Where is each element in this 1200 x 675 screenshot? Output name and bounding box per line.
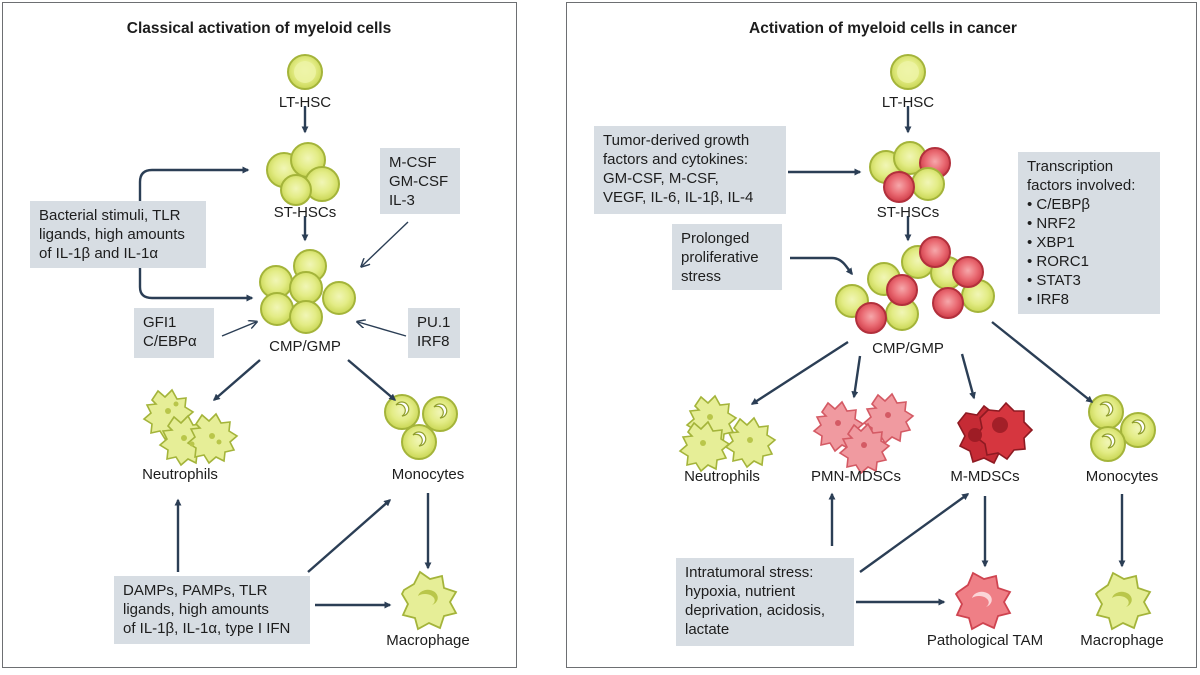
prolonged-stress-box: Prolonged proliferative stress xyxy=(672,224,782,290)
left-neutrophils-cells xyxy=(142,388,239,467)
tumor-line-4: VEGF, IL-6, IL-1β, IL-4 xyxy=(603,189,754,206)
tumor-line-1: Tumor-derived growth xyxy=(603,132,750,149)
cebpa-line: C/EBPα xyxy=(143,333,197,350)
left-cmpgmp-label: CMP/GMP xyxy=(269,338,341,355)
right-monocytes-label: Monocytes xyxy=(1085,468,1159,485)
right-pathological-tam-cell xyxy=(954,571,1012,631)
prolonged-line-3: stress xyxy=(681,268,722,285)
left-panel-title: Classical activation of myeloid cells xyxy=(126,20,392,37)
right-monocytes-cells xyxy=(1088,394,1156,462)
tumor-derived-box: Tumor-derived growth factors and cytokin… xyxy=(594,126,786,214)
tf-line-6: • RORC1 xyxy=(1027,253,1089,270)
bacterial-stimuli-line-3: of IL-1β and IL-1α xyxy=(39,245,159,262)
tf-line-8: • IRF8 xyxy=(1027,291,1069,308)
tf-line-7: • STAT3 xyxy=(1027,272,1081,289)
pu1-line: PU.1 xyxy=(417,314,451,331)
damps-line-3: of IL-1β, IL-1α, type I IFN xyxy=(123,620,291,637)
gfi1-cebpa-box: GFI1 C/EBPα xyxy=(134,308,214,358)
intratumoral-line-2: hypoxia, nutrient xyxy=(685,583,796,600)
transcription-factors-box: Transcription factors involved: • C/EBPβ… xyxy=(1018,152,1160,314)
damps-box: DAMPs, PAMPs, TLR ligands, high amounts … xyxy=(114,576,310,644)
left-sthsc-label: ST-HSCs xyxy=(273,204,337,221)
right-pmn-mdsc-cells xyxy=(812,392,915,475)
right-neutrophils-label: Neutrophils xyxy=(684,468,760,485)
tumor-line-3: GM-CSF, M-CSF, xyxy=(603,170,719,187)
right-sthsc-label: ST-HSCs xyxy=(876,204,940,221)
right-lthsc-cell xyxy=(890,54,926,90)
intratumoral-line-3: deprivation, acidosis, xyxy=(685,602,826,619)
left-macrophage-label: Macrophage xyxy=(386,632,470,649)
right-neutrophils-cells xyxy=(678,394,777,473)
csf-line-3: IL-3 xyxy=(389,192,415,209)
left-cmpgmp-cluster xyxy=(259,249,356,334)
left-lthsc-cell xyxy=(287,54,323,90)
right-sthsc-cluster xyxy=(869,141,951,203)
csf-line-2: GM-CSF xyxy=(389,173,449,190)
left-monocytes-label: Monocytes xyxy=(391,466,465,483)
right-m-mdscs-label: M-MDSCs xyxy=(950,468,1020,485)
tf-line-2: factors involved: xyxy=(1027,177,1136,194)
irf8-line: IRF8 xyxy=(417,333,450,350)
bacterial-stimuli-box: Bacterial stimuli, TLR ligands, high amo… xyxy=(30,201,206,268)
prolonged-line-2: proliferative xyxy=(681,249,759,266)
left-flow-arrows xyxy=(138,106,432,609)
right-cmpgmp-label: CMP/GMP xyxy=(872,340,944,357)
right-lthsc-label: LT-HSC xyxy=(881,94,935,111)
right-pathological-tam-label: Pathological TAM xyxy=(926,632,1044,649)
gfi1-line: GFI1 xyxy=(143,314,177,331)
damps-line-1: DAMPs, PAMPs, TLR xyxy=(123,582,268,599)
tf-line-3: • C/EBPβ xyxy=(1027,196,1091,213)
tumor-line-2: factors and cytokines: xyxy=(603,151,749,168)
prolonged-line-1: Prolonged xyxy=(681,230,750,247)
intratumoral-line-4: lactate xyxy=(685,621,730,638)
left-regulator-arrows xyxy=(221,221,409,337)
right-cmpgmp-cluster xyxy=(835,236,995,334)
bacterial-stimuli-line-2: ligands, high amounts xyxy=(39,226,185,243)
right-pmn-mdscs-label: PMN-MDSCs xyxy=(811,468,901,485)
tf-line-4: • NRF2 xyxy=(1027,215,1076,232)
pu1-irf8-box: PU.1 IRF8 xyxy=(408,308,460,358)
tf-line-5: • XBP1 xyxy=(1027,234,1075,251)
right-m-mdsc-cells xyxy=(957,401,1034,465)
right-macrophage-cell xyxy=(1094,571,1152,631)
damps-line-2: ligands, high amounts xyxy=(123,601,269,618)
right-macrophage-label: Macrophage xyxy=(1080,632,1164,649)
csf-line-1: M-CSF xyxy=(389,154,437,171)
left-lthsc-label: LT-HSC xyxy=(278,94,332,111)
right-flow-arrows xyxy=(750,106,1126,606)
csf-box: M-CSF GM-CSF IL-3 xyxy=(380,148,460,214)
left-neutrophils-label: Neutrophils xyxy=(142,466,218,483)
left-macrophage-cell xyxy=(400,570,458,631)
left-sthsc-cluster xyxy=(266,142,340,206)
left-monocytes-cells xyxy=(384,394,458,460)
right-panel-title: Activation of myeloid cells in cancer xyxy=(749,20,1017,37)
tf-line-1: Transcription xyxy=(1027,158,1114,175)
intratumoral-stress-box: Intratumoral stress: hypoxia, nutrient d… xyxy=(676,558,854,646)
intratumoral-line-1: Intratumoral stress: xyxy=(685,564,814,581)
bacterial-stimuli-line-1: Bacterial stimuli, TLR xyxy=(39,207,181,224)
